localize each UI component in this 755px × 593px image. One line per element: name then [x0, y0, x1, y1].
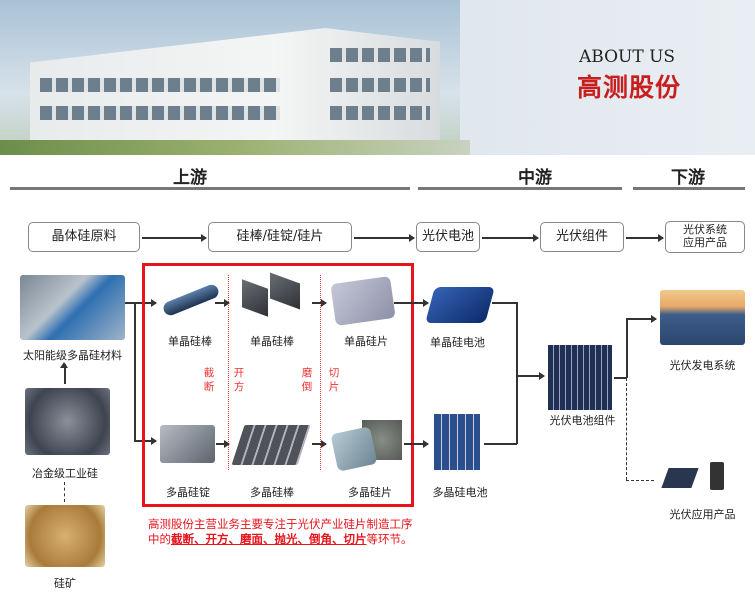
- description-highlight: 截断、开方、磨面、抛光、倒角、切片: [171, 532, 367, 546]
- brand-name: 高测股份: [577, 73, 682, 102]
- label-mono-cell: 单晶硅电池: [430, 336, 485, 349]
- mono-wafer-image: [330, 276, 396, 326]
- dashed-arrow-up: [64, 482, 65, 502]
- label-mono-brick: 单晶硅棒: [250, 335, 294, 348]
- step-grinding: 磨倒: [301, 367, 313, 393]
- label-solar-poly: 太阳能级多晶硅材料: [23, 349, 122, 362]
- arrow: [626, 234, 664, 241]
- label-pv-products: 光伏应用产品: [669, 508, 736, 521]
- step-cutoff: 截断: [203, 367, 215, 393]
- chain-box-cell: 光伏电池: [416, 222, 480, 252]
- arrow: [312, 299, 327, 306]
- section-midstream: 中游: [518, 168, 552, 188]
- chain-box-application: 光伏系统应用产品: [665, 221, 745, 253]
- arrow: [516, 372, 545, 379]
- dashed-connector: [626, 378, 627, 480]
- company-scope-highlight: [142, 263, 414, 507]
- arrow: [134, 437, 157, 444]
- business-description: 高测股份主营业务主要专注于光伏产业硅片制造工序中的截断、开方、磨面、抛光、倒角、…: [148, 517, 413, 547]
- section-downstream: 下游: [671, 168, 705, 188]
- connector: [125, 302, 135, 304]
- poly-cell-image: [434, 414, 480, 470]
- connector: [484, 443, 517, 445]
- section-upstream: 上游: [173, 168, 207, 188]
- process-divider: [320, 275, 321, 470]
- arrow: [216, 440, 230, 447]
- poly-ingot-image: [160, 425, 215, 463]
- pv-product-image: [710, 462, 724, 490]
- connector: [492, 302, 517, 304]
- label-poly-ingot: 多晶硅锭: [166, 486, 210, 499]
- lawn: [0, 140, 470, 155]
- poly-brick-image: [231, 425, 311, 465]
- arrow: [142, 234, 207, 241]
- arrow: [404, 440, 429, 447]
- connector: [134, 302, 136, 440]
- pv-module-image: [548, 345, 612, 410]
- label-poly-wafer: 多晶硅片: [348, 486, 392, 499]
- arrow-up: [64, 364, 66, 384]
- label-mono-wafer: 单晶硅片: [344, 335, 388, 348]
- step-squaring: 开方: [233, 367, 245, 393]
- label-pv-power-system: 光伏发电系统: [669, 359, 736, 372]
- mono-cell-image: [425, 287, 495, 323]
- description-text: 高测股份主营业务主要专注于光伏产业硅片制造工序中的: [148, 517, 413, 546]
- dashed-arrow: [626, 480, 654, 481]
- about-us-heading: ABOUT US: [579, 47, 676, 67]
- connector: [614, 377, 627, 379]
- label-mono-ingot: 单晶硅棒: [168, 335, 212, 348]
- metallurgical-silicon-image: [25, 388, 110, 455]
- solar-poly-image: [20, 275, 125, 340]
- divider: [10, 187, 410, 190]
- arrow: [215, 299, 230, 306]
- arrow-head-icon: [60, 362, 68, 368]
- label-poly-brick: 多晶硅棒: [250, 486, 294, 499]
- process-divider: [228, 275, 229, 470]
- chain-box-silicon: 硅棒/硅锭/硅片: [208, 222, 352, 252]
- chain-box-module: 光伏组件: [540, 222, 624, 252]
- arrow: [394, 299, 429, 306]
- arrow: [134, 299, 157, 306]
- label-metallurgical: 冶金级工业硅: [32, 467, 98, 480]
- silicon-ore-image: [25, 505, 105, 567]
- connector: [626, 318, 628, 378]
- arrow: [312, 440, 327, 447]
- divider: [633, 187, 745, 190]
- arrow: [626, 315, 657, 322]
- pv-product-image: [661, 468, 699, 488]
- poly-wafer-image: [330, 426, 378, 472]
- arrow: [482, 234, 539, 241]
- divider: [418, 187, 622, 190]
- description-text: 等环节。: [366, 532, 413, 546]
- chain-box-raw: 晶体硅原料: [28, 222, 140, 252]
- pv-power-system-image: [660, 290, 745, 345]
- label-poly-cell: 多晶硅电池: [432, 486, 488, 499]
- arrow: [354, 234, 415, 241]
- label-ore: 硅矿: [54, 577, 76, 590]
- connector: [516, 302, 518, 444]
- label-pv-module: 光伏电池组件: [549, 414, 616, 427]
- step-slicing: 切片: [328, 367, 340, 393]
